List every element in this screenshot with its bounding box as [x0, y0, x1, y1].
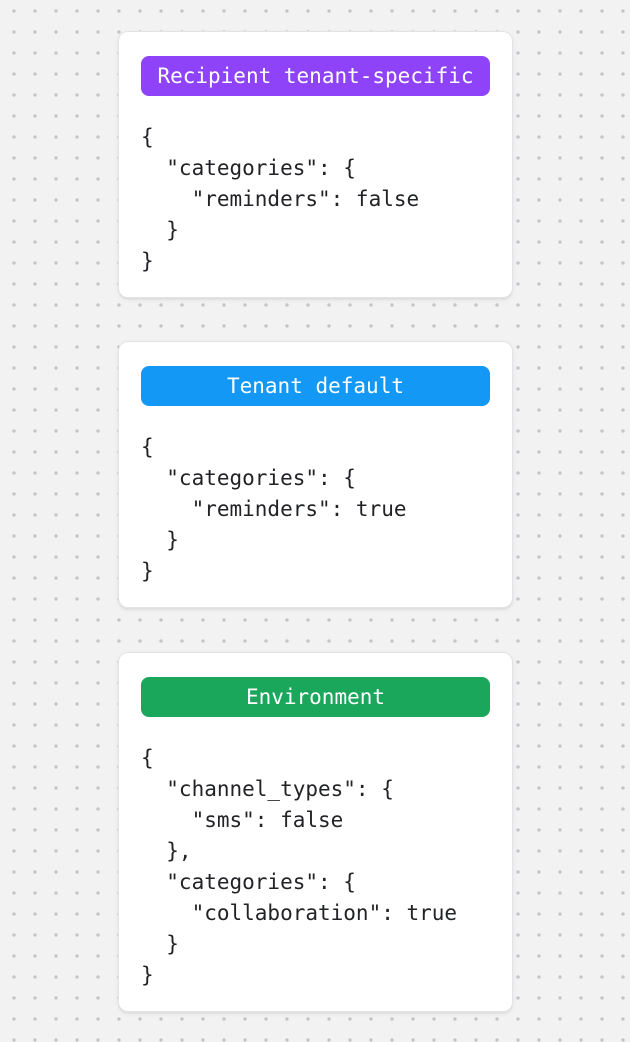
json-code-environment: { "channel_types": { "sms": false }, "ca…: [141, 746, 458, 987]
badge-tenant-default: Tenant default: [141, 366, 490, 406]
badge-label: Recipient tenant-specific: [157, 64, 474, 88]
badge-recipient-tenant-specific: Recipient tenant-specific: [141, 56, 490, 96]
json-code-recipient-tenant-specific: { "categories": { "reminders": false } }: [141, 125, 420, 273]
card-tenant-default: Tenant default { "categories": { "remind…: [118, 341, 513, 608]
card-environment: Environment { "channel_types": { "sms": …: [118, 652, 513, 1012]
badge-label: Tenant default: [226, 374, 404, 398]
badge-environment: Environment: [141, 677, 490, 717]
badge-label: Environment: [245, 685, 386, 709]
card-recipient-tenant-specific: Recipient tenant-specific { "categories"…: [118, 31, 513, 298]
json-code-tenant-default: { "categories": { "reminders": true } }: [141, 435, 407, 583]
